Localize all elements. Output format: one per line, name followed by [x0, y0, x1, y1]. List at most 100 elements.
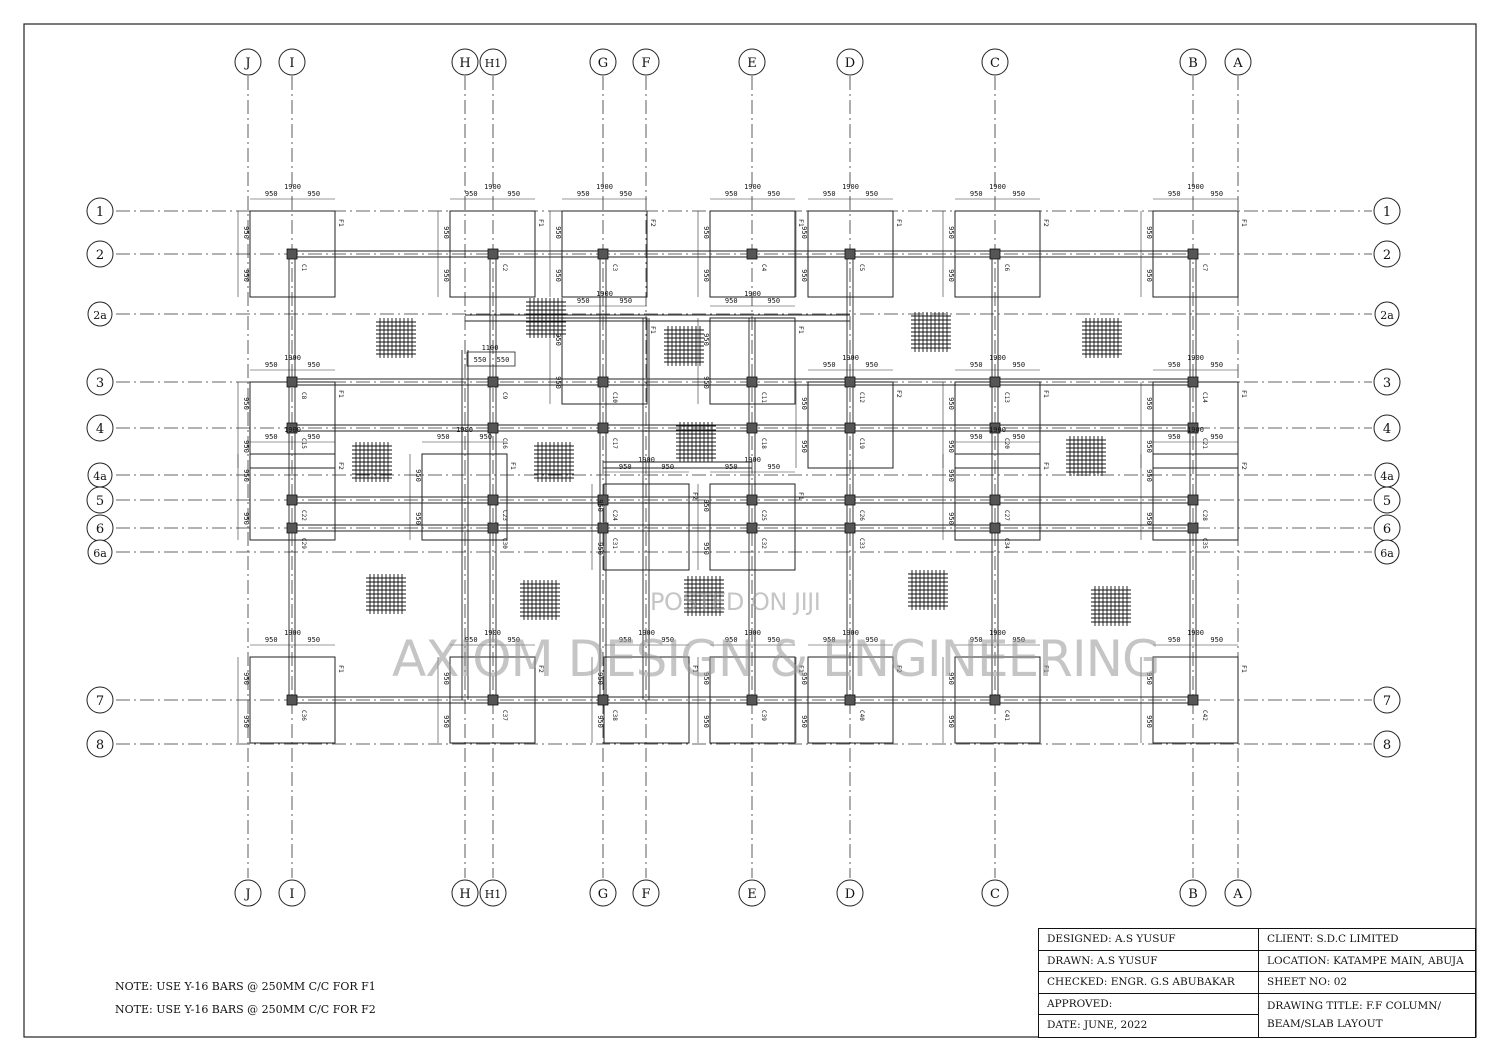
half-dimension-label: 950 — [947, 397, 955, 410]
span-dimension-label: 1900 — [456, 426, 473, 434]
column-tag: C33 — [858, 538, 865, 549]
half-dimension-label: 950 — [661, 463, 674, 471]
svg-text:2: 2 — [96, 248, 104, 263]
svg-text:A: A — [1232, 56, 1243, 71]
column-marker — [844, 694, 856, 706]
column-marker — [1187, 694, 1199, 706]
half-dimension-label: 950 — [507, 190, 520, 198]
half-dimension-label: 950 — [619, 190, 632, 198]
half-dimension-label: 950 — [725, 463, 738, 471]
half-dimension-label: 950 — [242, 397, 250, 410]
column-tag: C38 — [611, 710, 618, 721]
column-marker — [844, 376, 856, 388]
grid-bubble-right-6: 6 — [1373, 514, 1401, 542]
grid-bubble-left-2: 2 — [86, 240, 114, 268]
footing-pad — [709, 210, 796, 298]
grid-bubble-left-4a: 4a — [87, 462, 113, 488]
footing-pad — [709, 483, 796, 571]
grid-bubble-top-j: J — [234, 48, 262, 76]
half-dimension-label: 950 — [1168, 361, 1181, 369]
column-marker — [746, 376, 758, 388]
column-tag: C14 — [1201, 392, 1208, 403]
half-dimension-label: 950 — [1168, 433, 1181, 441]
rebar-note-f1: NOTE: USE Y-16 BARS @ 250MM C/C FOR F1 — [115, 980, 376, 993]
half-dimension-label: 950 — [970, 433, 983, 441]
column-tag: C31 — [611, 538, 618, 549]
svg-text:C: C — [990, 56, 1000, 71]
half-dimension-label: 950 — [596, 499, 604, 512]
column-marker — [989, 376, 1001, 388]
half-dimension-label: 950 — [596, 672, 604, 685]
approved-by: APPROVED: — [1039, 994, 1258, 1016]
svg-text:E: E — [747, 887, 757, 902]
half-dimension-label: 950 — [947, 440, 955, 453]
half-dimension-label: 950 — [1145, 512, 1153, 525]
svg-text:6: 6 — [1383, 522, 1391, 537]
svg-text:8: 8 — [96, 738, 104, 753]
half-dimension-label: 950 — [442, 226, 450, 239]
half-dimension-label: 950 — [725, 297, 738, 305]
svg-text:7: 7 — [1383, 694, 1391, 709]
footing-pad — [807, 656, 894, 744]
footing-pad — [954, 210, 1041, 298]
half-dimension-label: 950 — [437, 433, 450, 441]
svg-text:550: 550 — [474, 356, 487, 364]
column-tag: C10 — [611, 392, 618, 403]
span-dimension-label: 1900 — [989, 354, 1006, 362]
half-dimension-label: 950 — [619, 636, 632, 644]
grid-bubble-top-b: B — [1179, 48, 1207, 76]
half-dimension-label: 950 — [265, 636, 278, 644]
column-marker — [286, 694, 298, 706]
grid-bubble-top-d: D — [836, 48, 864, 76]
grid-bubble-right-1: 1 — [1373, 197, 1401, 225]
half-dimension-label: 950 — [242, 715, 250, 728]
svg-text:3: 3 — [1383, 376, 1391, 391]
span-dimension-label: 1900 — [989, 426, 1006, 434]
column-marker — [1187, 494, 1199, 506]
column-marker — [487, 494, 499, 506]
grid-bubble-top-a: A — [1224, 48, 1252, 76]
footing-pad — [807, 210, 894, 298]
grid-bubble-bottom-b: B — [1179, 879, 1207, 907]
beam-horizontal — [292, 496, 1193, 504]
half-dimension-label: 950 — [725, 636, 738, 644]
slab-rebar-mesh — [534, 442, 574, 482]
span-dimension-label: 1900 — [1187, 426, 1204, 434]
span-dimension-label: 1900 — [596, 290, 613, 298]
svg-text:4a: 4a — [93, 470, 107, 483]
column-marker — [487, 376, 499, 388]
column-marker — [989, 694, 1001, 706]
half-dimension-label: 950 — [702, 333, 710, 346]
footing-type-label: F1 — [337, 219, 345, 227]
column-tag: C21 — [1201, 438, 1208, 449]
half-dimension-label: 950 — [507, 636, 520, 644]
svg-text:6a: 6a — [93, 547, 107, 560]
footing-type-label: F1 — [1240, 390, 1248, 398]
svg-text:D: D — [845, 56, 855, 71]
svg-text:G: G — [598, 56, 608, 71]
grid-bubble-top-i: I — [278, 48, 306, 76]
half-dimension-label: 950 — [242, 440, 250, 453]
drawing-title-line-2: BEAM/SLAB LAYOUT — [1267, 1017, 1383, 1030]
footing-type-label: F2 — [1240, 462, 1248, 470]
grid-bubble-left-5: 5 — [86, 486, 114, 514]
column-tag: C8 — [300, 392, 307, 400]
footing-type-label: F2 — [895, 665, 903, 673]
footing-pad — [249, 210, 336, 298]
beam-horizontal — [292, 524, 1193, 532]
column-tag: C27 — [1003, 510, 1010, 521]
half-dimension-label: 950 — [1145, 469, 1153, 482]
column-marker — [286, 494, 298, 506]
footing-type-label: F2 — [649, 219, 657, 227]
half-dimension-label: 950 — [307, 433, 320, 441]
slab-rebar-mesh — [1082, 318, 1122, 358]
svg-text:8: 8 — [1383, 738, 1391, 753]
svg-text:H: H — [459, 887, 470, 902]
half-dimension-label: 950 — [442, 715, 450, 728]
drawn-by: DRAWN: A.S YUSUF — [1039, 951, 1258, 973]
column-tag: C26 — [858, 510, 865, 521]
grid-bubble-top-f: F — [632, 48, 660, 76]
svg-text:G: G — [598, 887, 608, 902]
column-tag: C28 — [1201, 510, 1208, 521]
